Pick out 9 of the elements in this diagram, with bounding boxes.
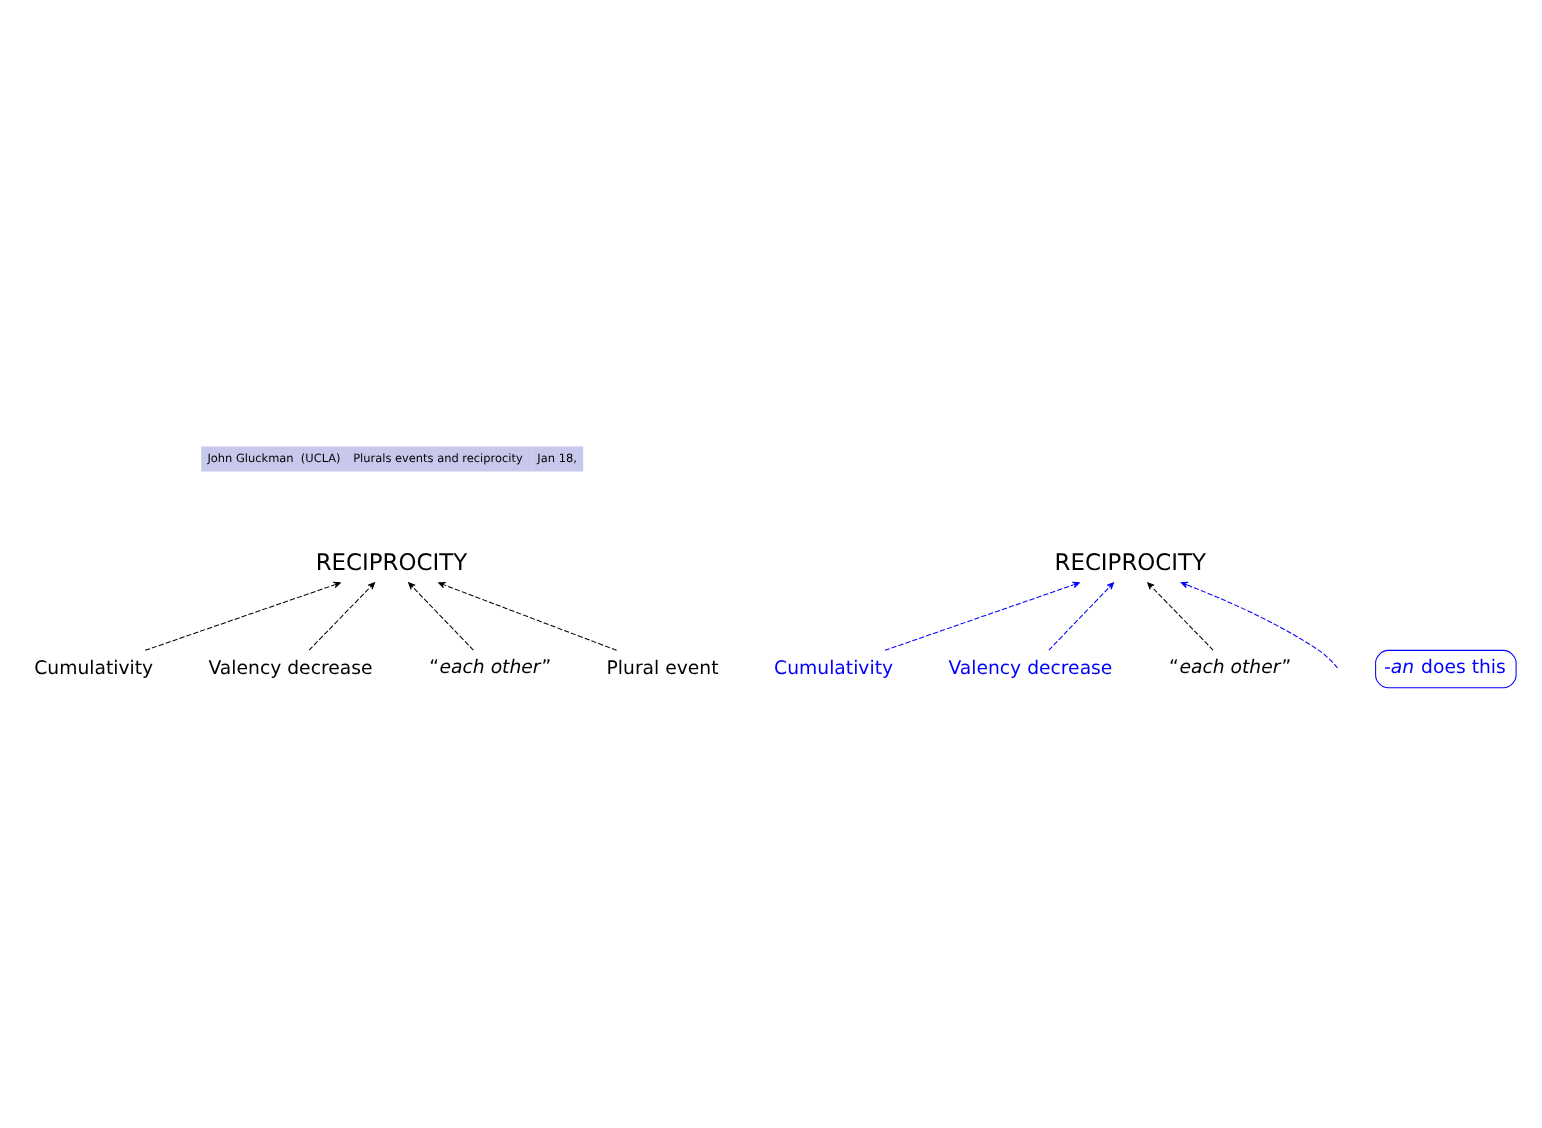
node-text: RECIPROCITY [315,547,468,576]
node-text: Cumulativity [34,657,154,680]
node-text: “each other” [1169,656,1292,679]
node-text: Valency decrease [948,657,1113,680]
node-text: Plural event [606,657,719,680]
node-text: RECIPROCITY [1054,547,1207,576]
node-text: Cumulativity [774,657,894,680]
node-text: Valency decrease [208,657,373,680]
node-text: “each other” [429,656,552,679]
